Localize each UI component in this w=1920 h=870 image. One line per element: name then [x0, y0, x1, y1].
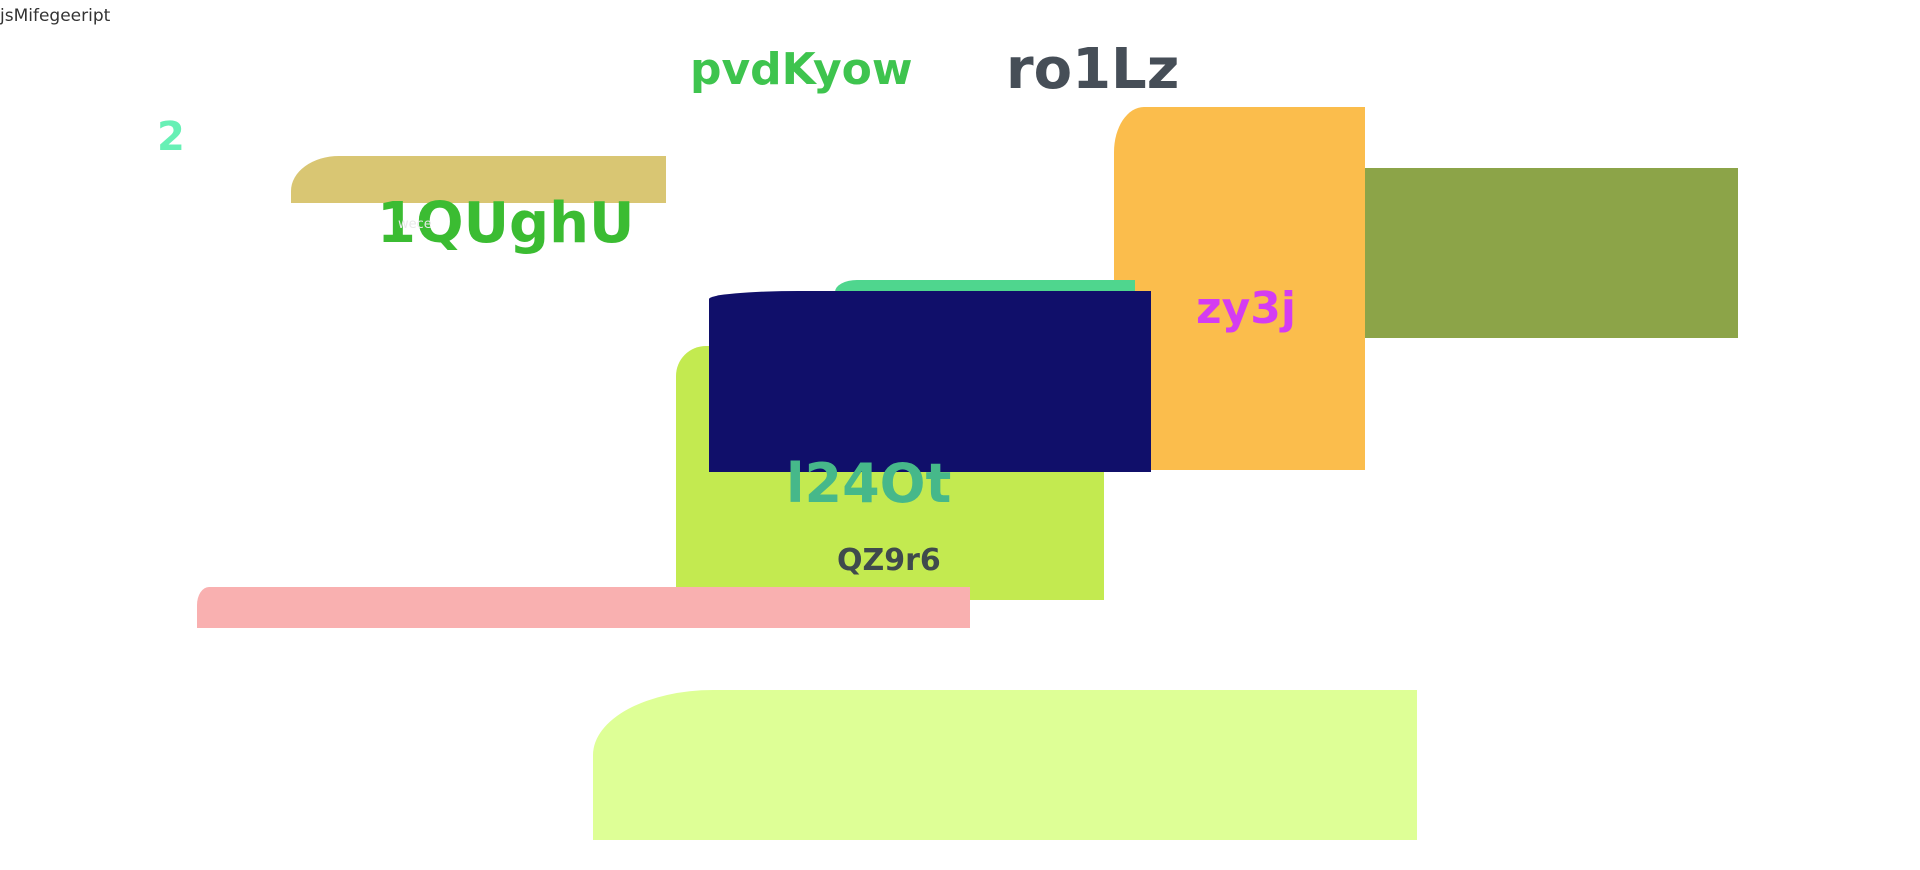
navy-block: [709, 291, 1151, 472]
label-two: 2: [157, 114, 185, 160]
pink-bar: [197, 587, 970, 628]
overlapping-scrap-text: jsMifegeeript: [0, 6, 111, 26]
label-l24ot: l24Ot: [786, 452, 952, 515]
label-zy3j: zy3j: [1196, 283, 1296, 334]
faint-label: wece: [398, 217, 432, 232]
pale-lime-block: [593, 690, 1417, 840]
label-ro1lz: ro1Lz: [1006, 37, 1180, 102]
orange-block: [1114, 107, 1365, 470]
khaki-block: [291, 156, 666, 203]
label-qz9r6: QZ9r6: [837, 543, 941, 578]
label-pvdkyow: pvdKyow: [690, 44, 913, 95]
label-1qughu: 1QUghU: [377, 191, 635, 256]
